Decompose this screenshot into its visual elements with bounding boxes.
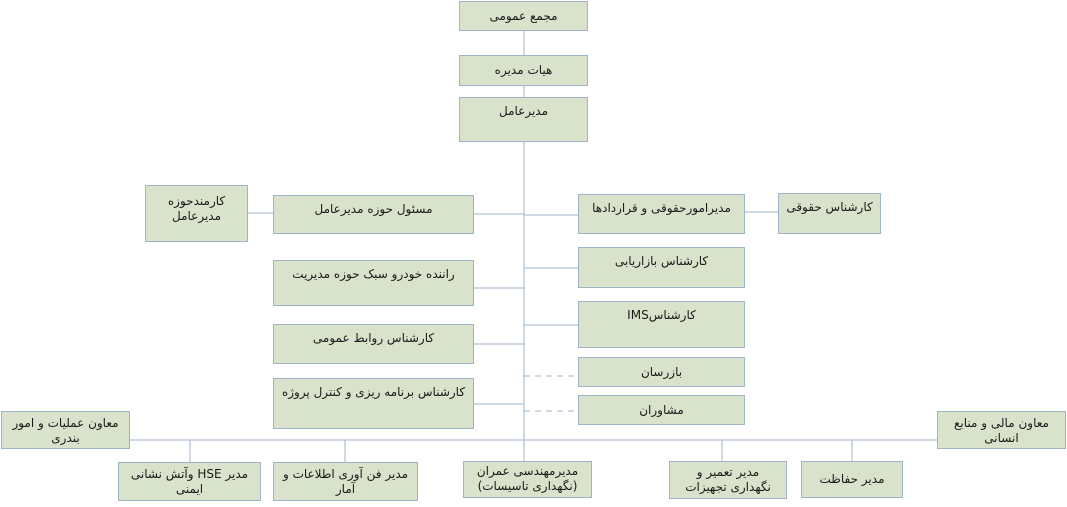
marketing-expert-label: کارشناس بازاریابی [614, 254, 709, 268]
maintenance-manager-box: مدیر تعمیر و نگهداری تجهیزات [669, 461, 787, 499]
planning-expert-box: کارشناس برنامه ریزی و کنترل پروژه [273, 378, 474, 429]
ims-expert-box: کارشناسIMS [578, 301, 745, 348]
legal-manager-label: مدیرامورحقوقی و قراردادها [592, 201, 731, 215]
planning-expert-label: کارشناس برنامه ریزی و کنترل پروژه [281, 385, 466, 399]
legal-expert-box: کارشناس حقوقی [778, 193, 881, 234]
inspectors-label: بازرسان [640, 364, 683, 379]
finance-deputy-label: معاون مالی و منابع انسانی [954, 416, 1049, 445]
marketing-expert-box: کارشناس بازاریابی [578, 247, 745, 288]
public-relations-label: کارشناس روابط عمومی [312, 331, 435, 345]
ims-expert-label: کارشناسIMS [627, 308, 696, 322]
civil-manager-label: مدیرمهندسی عمران (نگهداری تاسیسات) [476, 464, 579, 493]
ceo-office-head-label: مسئول حوزه مدیرعامل [314, 202, 433, 216]
hse-manager-box: مدیر HSE وآتش نشانی ایمنی [118, 462, 261, 501]
board-label: هیات مدیره [494, 63, 553, 77]
security-manager-box: مدیر حفاظت [801, 461, 903, 498]
ceo-office-staff-box: کارمندحوزه مدیرعامل [145, 185, 248, 242]
security-manager-label: مدیر حفاظت [819, 472, 885, 486]
legal-expert-label: کارشناس حقوقی [786, 200, 873, 214]
ceo-office-staff-label: کارمندحوزه مدیرعامل [167, 194, 226, 223]
consultants-label: مشاوران [639, 402, 684, 417]
general-assembly-label: مجمع عمومی [489, 8, 558, 23]
ceo-box: مدیرعامل [459, 97, 588, 142]
legal-manager-box: مدیرامورحقوقی و قراردادها [578, 194, 745, 234]
hse-manager-label: مدیر HSE وآتش نشانی ایمنی [130, 467, 249, 496]
inspectors-box: بازرسان [578, 357, 745, 387]
civil-manager-box: مدیرمهندسی عمران (نگهداری تاسیسات) [463, 461, 592, 498]
consultants-box: مشاوران [578, 395, 745, 425]
general-assembly-box: مجمع عمومی [459, 1, 588, 31]
driver-box: راننده خودرو سبک حوزه مدیریت [273, 260, 474, 306]
ceo-office-head-box: مسئول حوزه مدیرعامل [273, 195, 474, 234]
maintenance-manager-label: مدیر تعمیر و نگهداری تجهیزات [685, 465, 771, 494]
ops-deputy-label: معاون عملیات و امور بندری [12, 416, 119, 445]
ceo-label: مدیرعامل [498, 104, 549, 118]
finance-deputy-box: معاون مالی و منابع انسانی [937, 411, 1066, 449]
driver-label: راننده خودرو سبک حوزه مدیریت [292, 267, 455, 281]
ops-deputy-box: معاون عملیات و امور بندری [1, 411, 130, 449]
public-relations-box: کارشناس روابط عمومی [273, 324, 474, 364]
it-manager-label: مدیر فن آوری اطلاعات و آمار [282, 467, 409, 496]
it-manager-box: مدیر فن آوری اطلاعات و آمار [273, 462, 418, 501]
board-box: هیات مدیره [459, 55, 588, 86]
